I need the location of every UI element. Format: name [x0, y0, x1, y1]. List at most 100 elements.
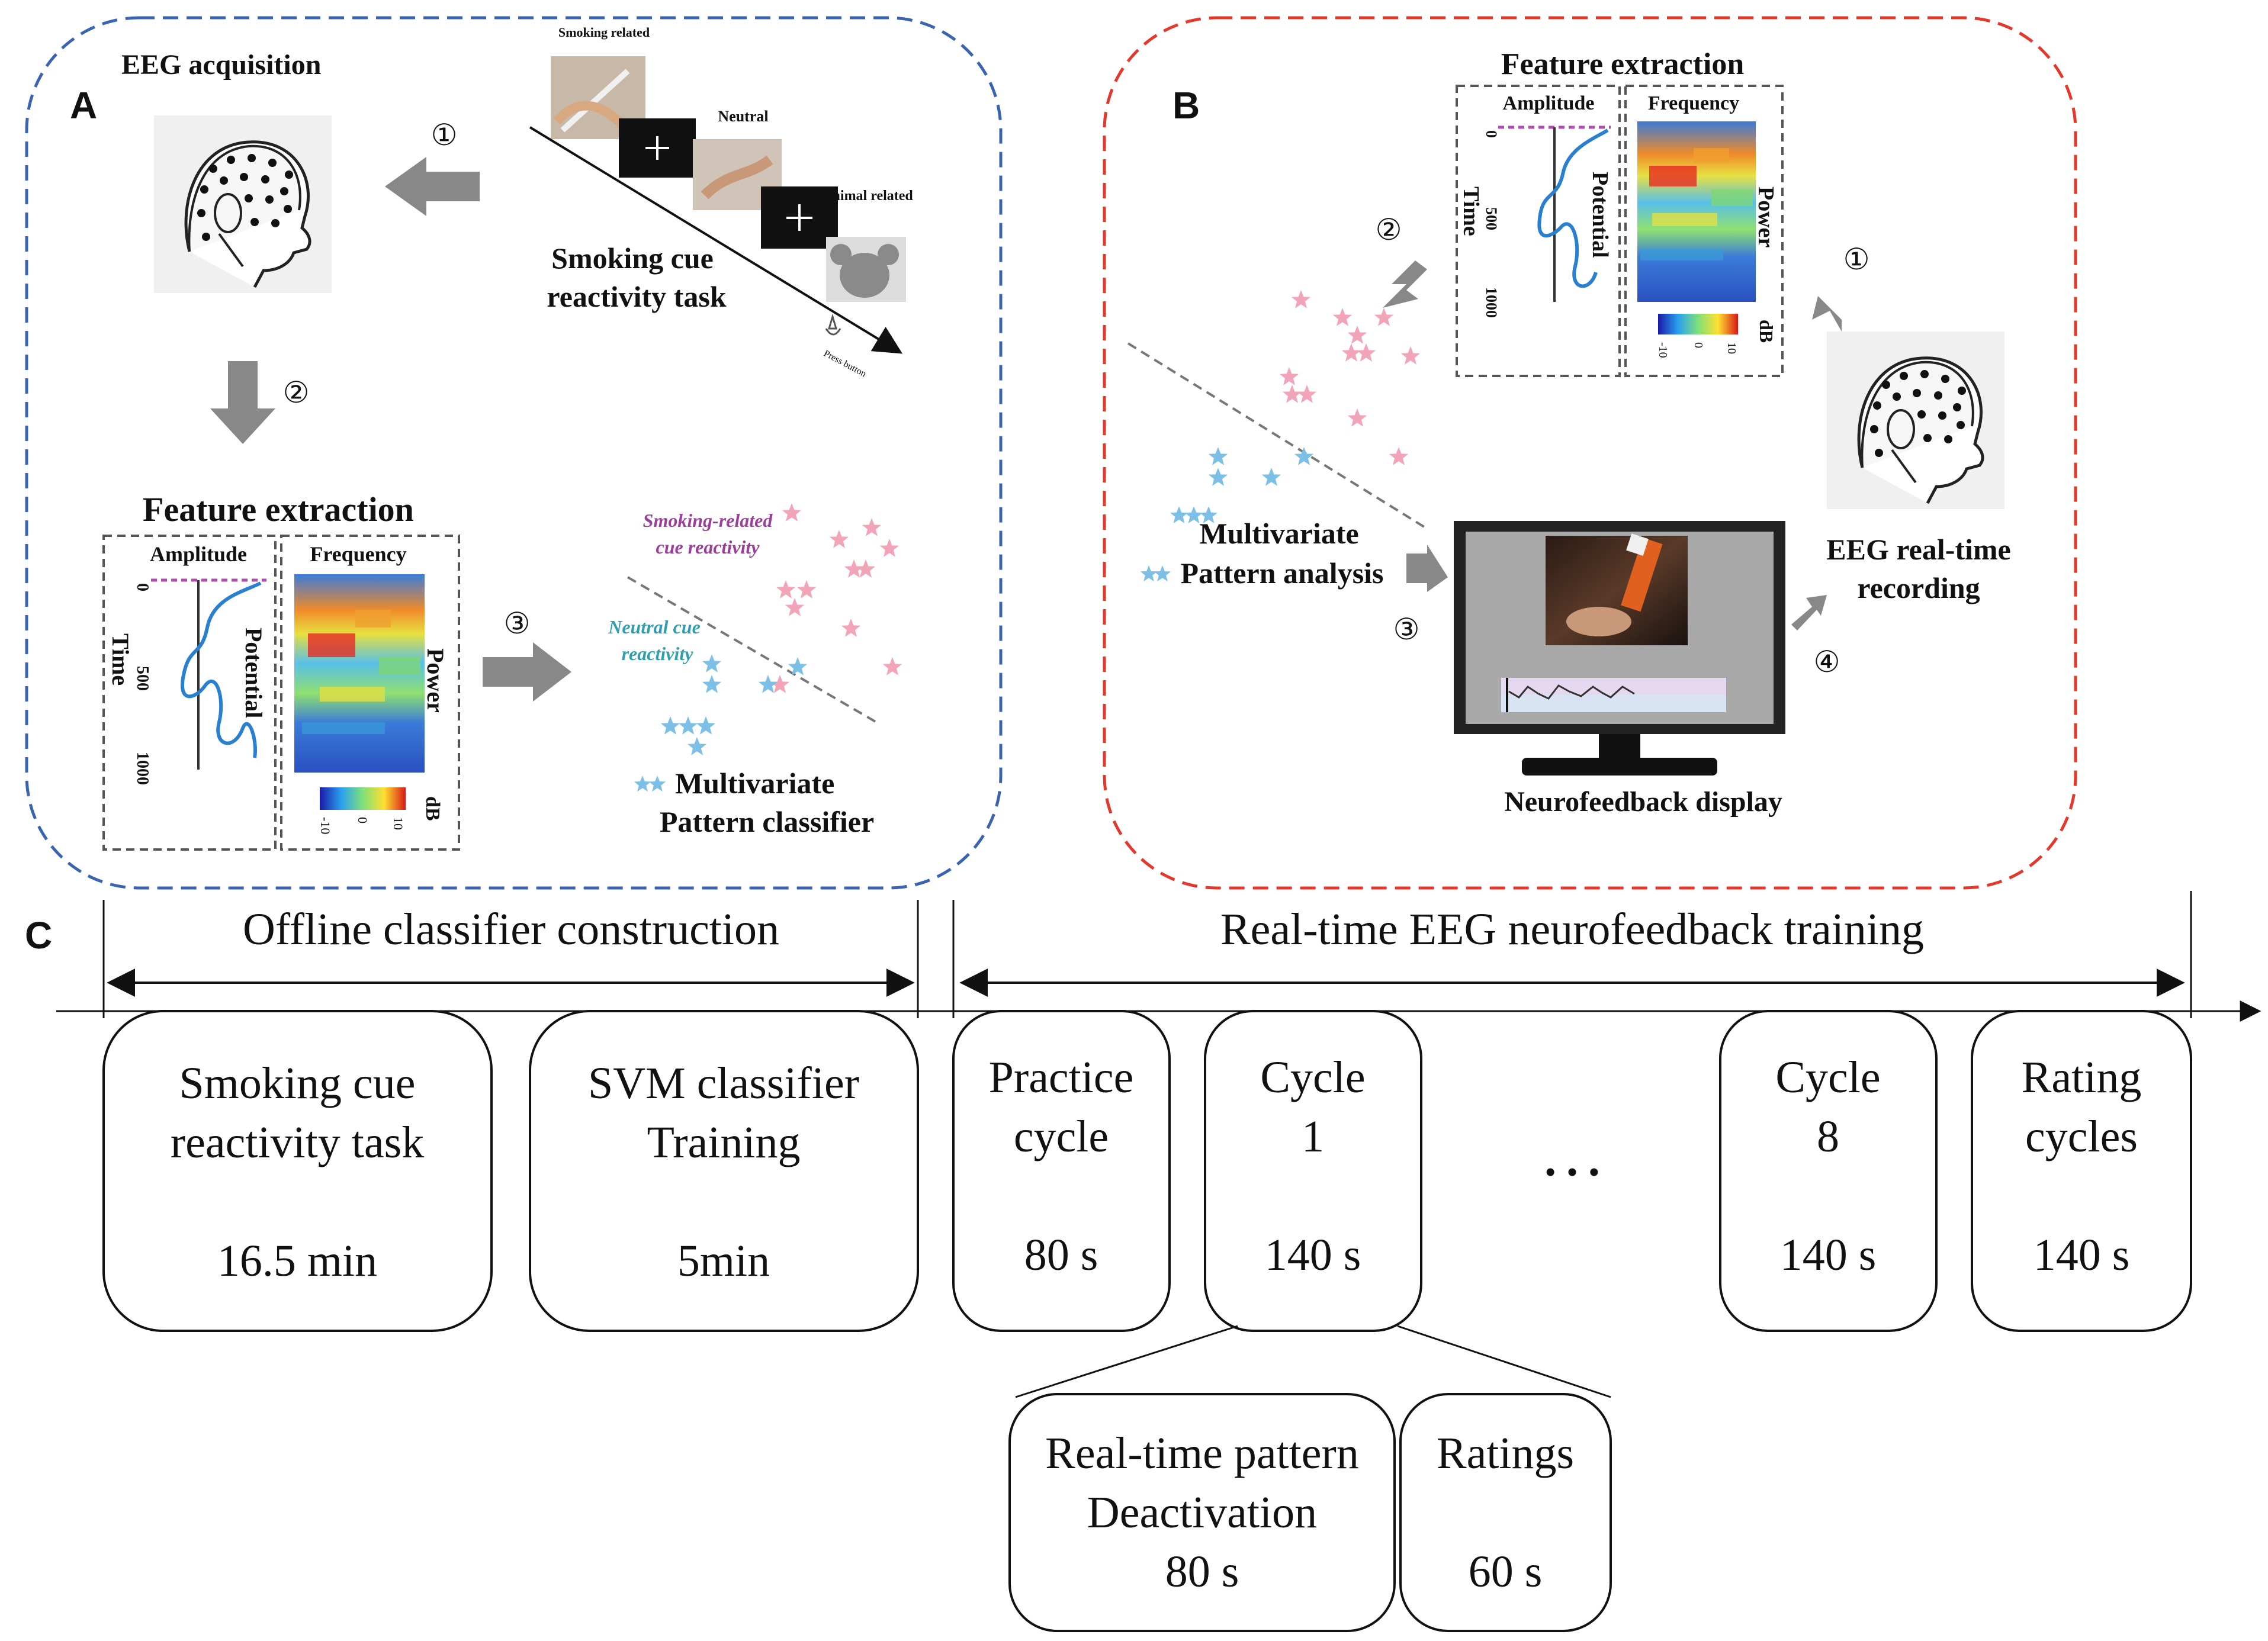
svg-text:Ratings: Ratings [1437, 1428, 1574, 1478]
tick-500-a: 500 [133, 666, 152, 691]
sub-box-pattern-deactivation: Real-time pattern Deactivation 80 s [1008, 1393, 1396, 1632]
step-4-label-b: ④ [1814, 645, 1840, 678]
cbar-zero-a: 0 [355, 817, 370, 823]
task-timeline-arrow [529, 126, 903, 354]
eeg-cap-head-icon-b [1827, 332, 2004, 509]
svg-text:80 s: 80 s [1024, 1230, 1098, 1280]
db-label-b: dB [1756, 320, 1777, 343]
step-1-label: ① [431, 118, 458, 152]
panel-b-letter: B [1172, 84, 1200, 127]
amplitude-label-a: Amplitude [150, 542, 247, 566]
potential-label-a: Potential [240, 628, 267, 718]
svg-text:cycles: cycles [2025, 1112, 2138, 1161]
eeg-acquisition-label: EEG acquisition [121, 49, 321, 81]
cbar-zero-b: 0 [1692, 342, 1705, 348]
svg-text:5min: 5min [677, 1236, 770, 1286]
step-1-label-b: ① [1843, 243, 1870, 276]
svg-text:60 s: 60 s [1469, 1547, 1543, 1597]
svg-text:80 s: 80 s [1165, 1547, 1239, 1597]
neutral-reactivity-line2: reactivity [622, 643, 694, 664]
time-axis-label-a: Time [107, 633, 134, 686]
timeline-box-rating-cycles: Rating cycles 140 s [1971, 1010, 2192, 1332]
smoking-reactivity-line1: Smoking-related [643, 510, 773, 531]
svg-text:Deactivation: Deactivation [1087, 1488, 1317, 1537]
smoking-reactivity-line2: cue reactivity [656, 536, 760, 558]
analysis-line1: Multivariate [1199, 517, 1358, 550]
erp-waveform-b [1537, 128, 1609, 288]
timeline-box-cycle-1: Cycle 1 140 s [1204, 1010, 1422, 1332]
arrow-diag-4-icon [1791, 595, 1827, 630]
arrow-down-icon [210, 361, 275, 444]
frequency-label-a: Frequency [310, 542, 406, 566]
step-3-label: ③ [504, 607, 531, 640]
tick-1000-b: 1000 [1483, 287, 1500, 318]
panel-c: C Offline classifier construction Real-t… [25, 891, 2261, 1632]
cbar-pos-a: 10 [391, 817, 406, 830]
arrow-right-icon [483, 642, 571, 702]
svg-text:1: 1 [1302, 1112, 1324, 1161]
panel-a: A EEG acquisition ① Smoking related Neut… [25, 16, 1003, 890]
svg-text:Rating: Rating [2022, 1053, 2142, 1102]
cbar-neg-a: -10 [318, 817, 333, 834]
frequency-box-b [1624, 85, 1784, 377]
classifier-line1: Multivariate [675, 767, 834, 800]
arrow-left-icon [385, 157, 480, 216]
tick-0-b: 0 [1483, 130, 1500, 138]
panel-a-border [25, 16, 1003, 890]
svg-text:Cycle: Cycle [1260, 1053, 1365, 1102]
tick-500-b: 500 [1483, 207, 1500, 230]
feature-extraction-title-b: Feature extraction [1501, 47, 1745, 81]
svg-text:Real-time pattern: Real-time pattern [1045, 1428, 1359, 1478]
panel-b-border [1103, 16, 2077, 890]
amplitude-box-a [102, 535, 277, 851]
svg-text:8: 8 [1817, 1112, 1839, 1161]
classifier-line2: Pattern classifier [660, 805, 874, 838]
svg-text:Training: Training [647, 1118, 800, 1167]
zoom-line-right [1397, 1325, 1611, 1398]
tick-0-a: 0 [133, 583, 152, 591]
cue-task-illustration: Smoking related Neutral Animal related S… [529, 25, 913, 379]
panel-c-letter: C [25, 914, 52, 957]
recording-line1: EEG real-time [1826, 533, 2011, 566]
svg-text:cycle: cycle [1014, 1112, 1109, 1161]
timeline-box-cycle-8: Cycle 8 140 s [1719, 1010, 1938, 1332]
task-title-line2: reactivity task [547, 280, 726, 313]
arrow-diag-2-icon [1383, 260, 1427, 308]
recording-line2: recording [1857, 571, 1980, 604]
realtime-heading: Real-time EEG neurofeedback training [1220, 905, 1924, 954]
animal-related-label: Animal related [822, 188, 913, 204]
step-2-label-b: ② [1376, 213, 1402, 246]
sub-box-ratings: Ratings 60 s [1399, 1393, 1612, 1632]
smoking-related-label: Smoking related [558, 25, 650, 40]
panel-b: B Feature extraction Amplitude Frequency… [1103, 16, 2077, 890]
arrow-diag-1-icon [1812, 296, 1842, 332]
neurofeedback-display-label: Neurofeedback display [1504, 786, 1782, 818]
analysis-line2: Pattern analysis [1180, 556, 1383, 590]
svg-text:Practice: Practice [989, 1053, 1134, 1102]
feedback-signal-trace [1508, 684, 1635, 700]
db-label-a: dB [422, 796, 444, 821]
cbar-pos-b: 10 [1725, 342, 1738, 354]
neurofeedback-monitor [1454, 521, 1785, 776]
timeline-box-smoking-task: Smoking cue reactivity task 16.5 min [102, 1010, 493, 1332]
svg-text:140 s: 140 s [1780, 1230, 1877, 1280]
power-label-a: Power [422, 648, 449, 713]
svg-text:140 s: 140 s [1265, 1230, 1361, 1280]
timeline-box-practice-cycle: Practice cycle 80 s [952, 1010, 1171, 1332]
potential-label-b: Potential [1588, 172, 1612, 258]
svg-text:reactivity task: reactivity task [171, 1118, 424, 1167]
frequency-box-a [280, 535, 460, 851]
cbar-neg-b: -10 [1656, 342, 1669, 358]
svg-text:16.5 min: 16.5 min [217, 1236, 377, 1286]
monitor-stand [1522, 758, 1717, 776]
colorbar-b [1658, 314, 1738, 334]
svg-text:Cycle: Cycle [1775, 1053, 1880, 1102]
time-axis-label-b: Time [1459, 186, 1483, 236]
step-3-label-b: ③ [1393, 613, 1420, 646]
task-title-line1: Smoking cue [551, 242, 714, 275]
press-button-label: Press button [822, 349, 868, 379]
colorbar-a [320, 787, 406, 810]
neutral-label: Neutral [718, 108, 768, 125]
frequency-label-b: Frequency [1648, 92, 1739, 114]
